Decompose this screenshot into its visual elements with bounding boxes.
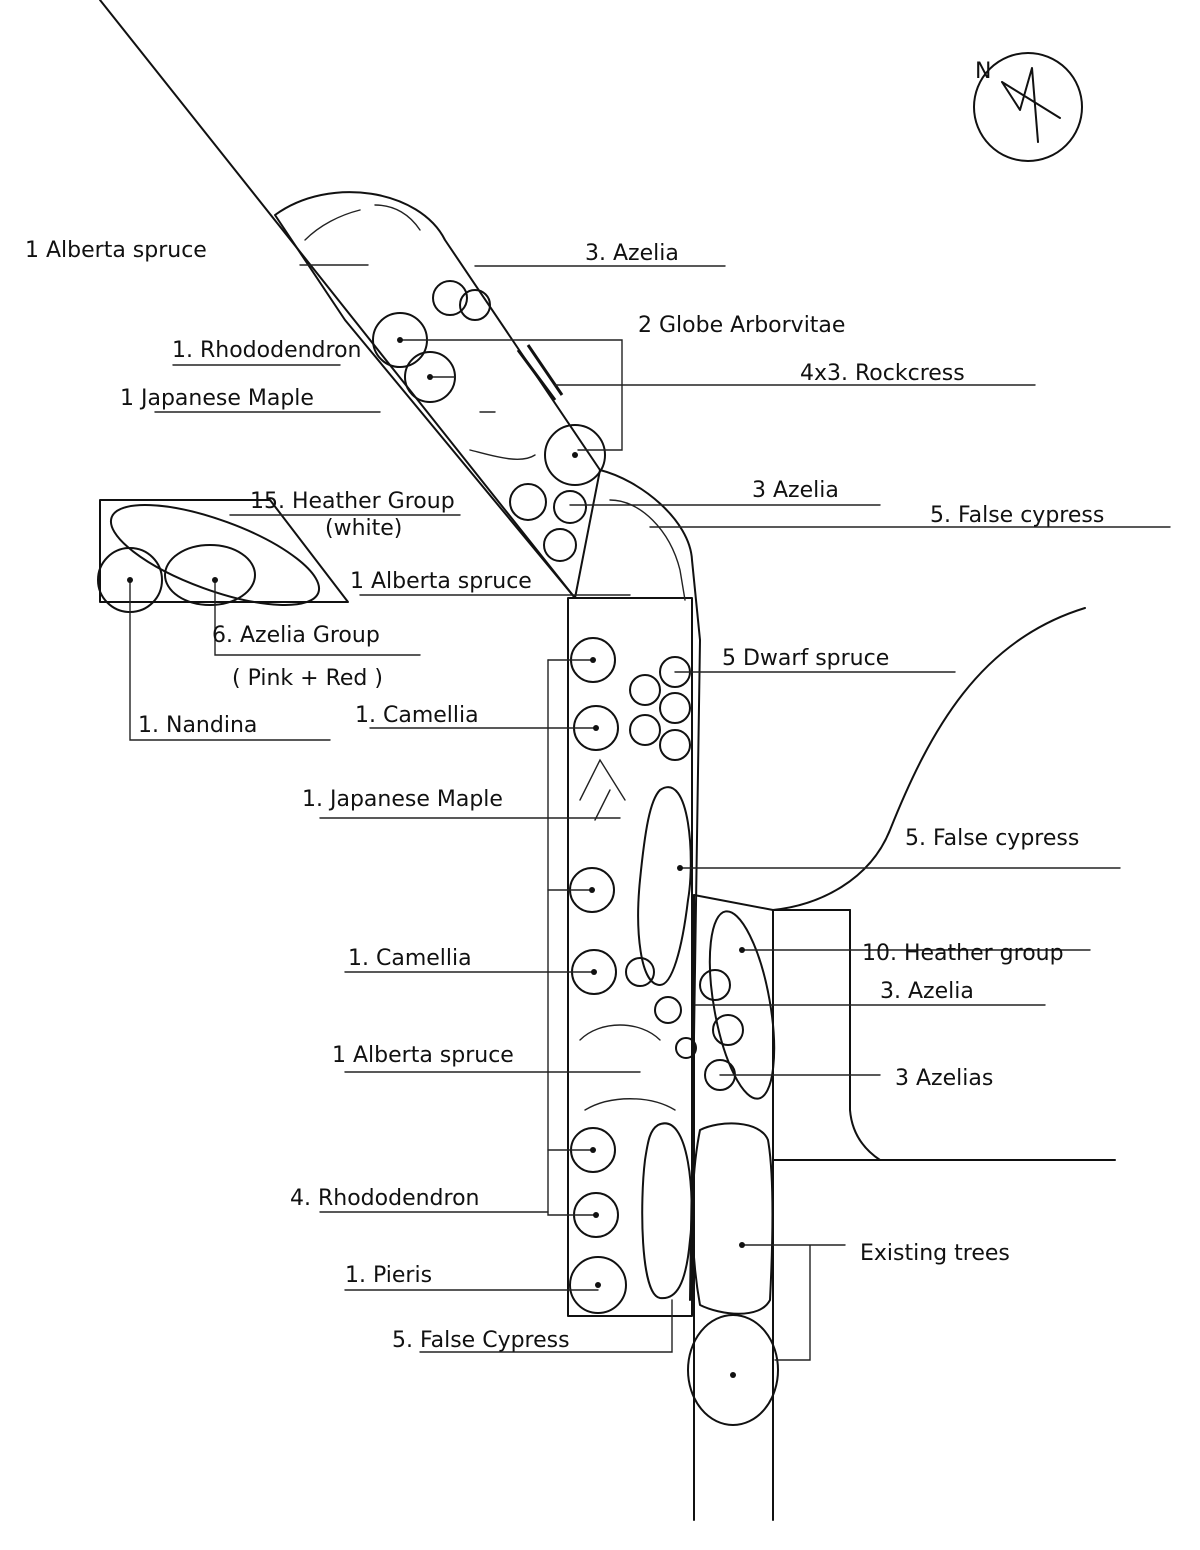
- leader-lines: [129, 264, 1171, 1361]
- label-alberta-spruce-3: 1 Alberta spruce: [332, 1043, 514, 1068]
- label-nandina: 1. Nandina: [138, 713, 257, 738]
- label-false-cypress-1: 5. False cypress: [930, 503, 1104, 528]
- label-alberta-spruce-1: 1 Alberta spruce: [25, 238, 207, 263]
- label-japanese-maple-1: 1 Japanese Maple: [120, 386, 314, 411]
- label-azelia-group-colors: ( Pink + Red ): [232, 666, 383, 691]
- label-alberta-spruce-2: 1 Alberta spruce: [350, 569, 532, 594]
- walkway-plants: [687, 910, 779, 1426]
- walkway-top-edge: [693, 894, 851, 911]
- label-azelia-2: 3 Azelia: [752, 478, 839, 503]
- label-existing-trees: Existing trees: [860, 1241, 1010, 1266]
- label-false-cypress-2: 5. False cypress: [905, 826, 1079, 851]
- label-false-cypress-3: 5. False Cypress: [392, 1328, 570, 1353]
- label-rockcress: 4x3. Rockcress: [800, 361, 965, 386]
- label-azelias-3: 3 Azelias: [895, 1066, 993, 1091]
- north-arrow-label: N: [975, 59, 991, 84]
- main-vertical-bed: [567, 597, 693, 1317]
- diagonal-property-line: [99, 0, 576, 599]
- driveway-corner: [849, 909, 881, 1161]
- label-azelia-3: 3. Azelia: [880, 979, 974, 1004]
- label-japanese-maple-2: 1. Japanese Maple: [302, 787, 503, 812]
- label-rhododendron-4: 4. Rhododendron: [290, 1186, 479, 1211]
- label-pieris: 1. Pieris: [345, 1263, 432, 1288]
- bend-bed-outline: [599, 469, 701, 1301]
- label-dwarf-spruce: 5 Dwarf spruce: [722, 646, 889, 671]
- plant-labels: 1 Alberta spruce 3. Azelia 2 Globe Arbor…: [25, 238, 1104, 1353]
- label-heather-white-note: (white): [325, 516, 402, 541]
- azelia-group-shape: [164, 544, 256, 606]
- existing-tree: [687, 1314, 779, 1426]
- heather-group-white: [109, 504, 321, 606]
- label-azelia-1: 3. Azelia: [585, 241, 679, 266]
- label-rhododendron-1: 1. Rhododendron: [172, 338, 361, 363]
- label-heather-group-10: 10. Heather group: [862, 941, 1064, 966]
- label-camellia-1: 1. Camellia: [355, 703, 479, 728]
- label-azelia-group: 6. Azelia Group: [212, 623, 380, 648]
- main-bed-plants: [569, 637, 697, 1314]
- plant-center-dots: [127, 337, 745, 1378]
- label-heather-group-white: 15. Heather Group: [250, 489, 455, 514]
- north-arrow-icon: N: [973, 52, 1083, 162]
- curved-lawn-edge: [772, 607, 1086, 911]
- label-globe-arborvitae: 2 Globe Arborvitae: [638, 313, 845, 338]
- label-camellia-2: 1. Camellia: [348, 946, 472, 971]
